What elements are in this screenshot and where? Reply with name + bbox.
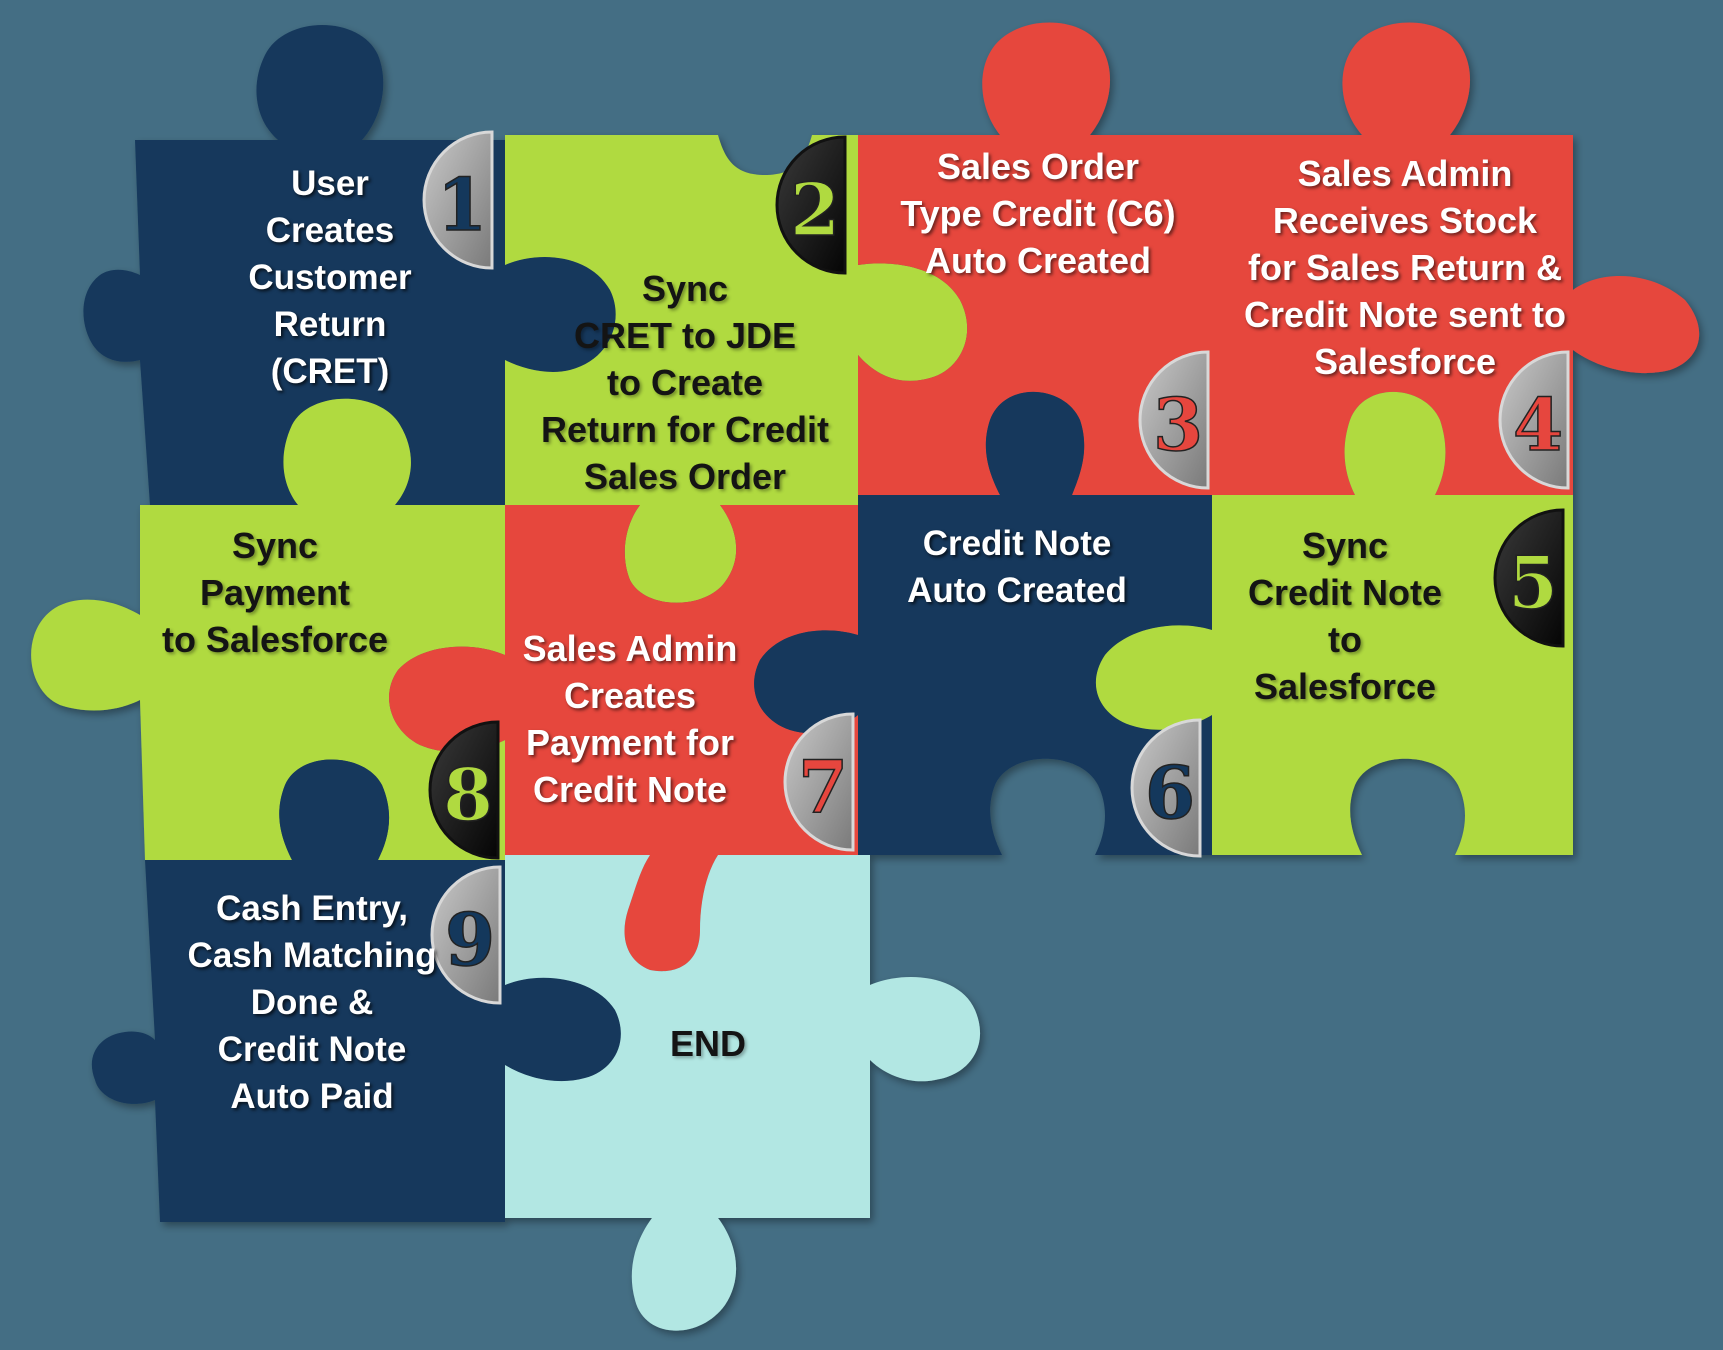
- label-line: Cash Entry,: [188, 885, 437, 932]
- label-line: Customer: [248, 254, 411, 301]
- label-line: Type Credit (C6): [900, 190, 1175, 237]
- label-line: Sales Order: [900, 143, 1175, 190]
- label-line: Salesforce: [1248, 663, 1442, 710]
- label-line: Cash Matching: [188, 932, 437, 979]
- label-line: User: [248, 160, 411, 207]
- label-line: Receives Stock: [1244, 197, 1566, 244]
- label-line: Sync: [541, 265, 829, 312]
- label-line: Done &: [188, 979, 437, 1026]
- label-line: Salesforce: [1244, 338, 1566, 385]
- label-line: to Salesforce: [162, 616, 388, 663]
- label-line: Credit Note: [188, 1026, 437, 1073]
- label-line: Payment for: [523, 719, 738, 766]
- label-line: Credit Note: [523, 766, 738, 813]
- step-number: 5: [1508, 540, 1558, 625]
- label-line: Payment: [162, 569, 388, 616]
- piece-end: [505, 855, 980, 1331]
- label-line: Sync: [162, 522, 388, 569]
- label-line: Auto Paid: [188, 1073, 437, 1120]
- label-line: END: [670, 1020, 746, 1067]
- step-number: 7: [798, 744, 848, 829]
- label-line: Creates: [248, 207, 411, 254]
- label-line: (CRET): [248, 348, 411, 395]
- label-line: Return: [248, 301, 411, 348]
- label-line: Credit Note: [907, 520, 1127, 567]
- step-number: 4: [1513, 382, 1563, 467]
- label-line: for Sales Return &: [1244, 244, 1566, 291]
- label-line: Sales Admin: [1244, 150, 1566, 197]
- step-number: 8: [443, 752, 493, 837]
- label-line: to: [1248, 616, 1442, 663]
- label-line: Sales Order: [541, 453, 829, 500]
- step-number: 3: [1153, 382, 1203, 467]
- label-line: Return for Credit: [541, 406, 829, 453]
- label-line: Auto Created: [900, 237, 1175, 284]
- label-line: Sales Admin: [523, 625, 738, 672]
- label-line: CRET to JDE: [541, 312, 829, 359]
- step-number: 2: [790, 167, 840, 252]
- step-number: 6: [1145, 750, 1195, 835]
- label-line: Credit Note: [1248, 569, 1442, 616]
- label-line: Sync: [1248, 522, 1442, 569]
- step-number: 9: [445, 897, 495, 982]
- step-number: 1: [437, 162, 487, 247]
- end-label: END: [670, 1020, 746, 1067]
- label-line: Auto Created: [907, 567, 1127, 614]
- label-line: to Create: [541, 359, 829, 406]
- label-line: Creates: [523, 672, 738, 719]
- label-line: Credit Note sent to: [1244, 291, 1566, 338]
